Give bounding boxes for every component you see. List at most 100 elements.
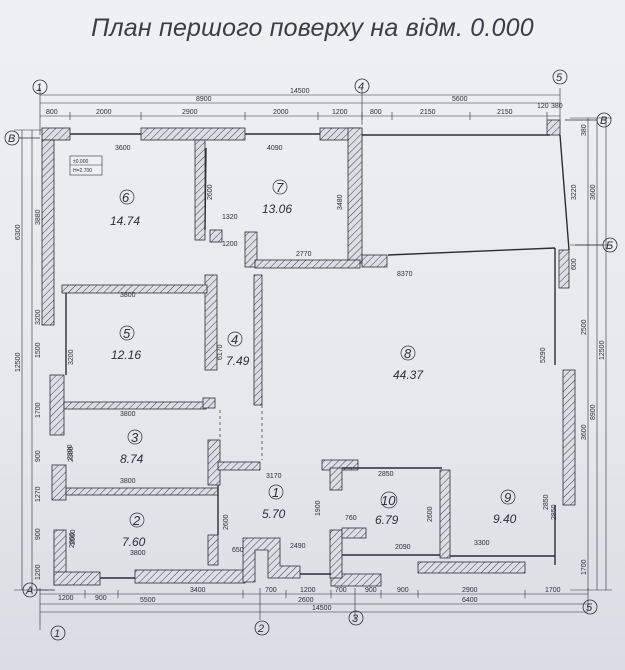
dashed-openings	[219, 405, 263, 460]
room-area: 12.16	[111, 348, 141, 362]
dim-left-row: 1700	[35, 402, 42, 418]
room-number: 1	[272, 485, 279, 500]
axis-v-left: В	[8, 133, 15, 145]
dim-bottom-6400: 6400	[462, 597, 478, 604]
room-area: 5.70	[262, 507, 286, 521]
level-elevation: ±0.000	[73, 159, 88, 165]
left-dimensions: 6300 12500 3880 3200 1500 1700 900 2300 …	[15, 209, 76, 580]
room-number: 2	[132, 513, 141, 528]
room-number: 4	[231, 332, 238, 347]
room-area: 8.74	[120, 452, 144, 466]
dim-right-row: 2500	[581, 319, 588, 335]
dim-inner: 2850	[378, 471, 394, 478]
dim-top-5600: 5600	[452, 96, 468, 103]
dim-left-row: 900	[35, 450, 42, 462]
dim-bottom-row: 1700	[545, 587, 561, 594]
bottom-dimensions: 1200 900 3400 700 1200 700 900 900 2900 …	[58, 587, 561, 612]
dim-inner: 2000	[70, 529, 77, 545]
dim-left-row: 1500	[35, 342, 42, 358]
dim-left-row: 2300	[67, 444, 74, 460]
dim-left-6300: 6300	[15, 224, 22, 240]
room-4: 4 7.49	[226, 331, 250, 368]
top-dimensions: 14500 8900 5600 800 2000 2900 2000 1200 …	[46, 88, 563, 116]
walls	[41, 119, 576, 587]
dim-top-row: 2900	[182, 109, 198, 116]
plan-title: План першого поверху на відм. 0.000	[91, 14, 534, 42]
dim-inner: 5290	[540, 347, 547, 363]
dim-bottom-2600: 2600	[298, 597, 314, 604]
room-area: 14.74	[110, 214, 140, 228]
room-area: 44.37	[393, 368, 424, 382]
room-area: 7.60	[122, 535, 146, 549]
dim-top-row: 2000	[96, 109, 112, 116]
dim-inner: 3200	[68, 349, 75, 365]
dim-bottom-row: 900	[397, 587, 409, 594]
dim-top-overall: 14500	[290, 88, 310, 95]
dim-left-row: 1270	[35, 486, 42, 502]
room-number: 3	[131, 430, 139, 445]
dim-left-row: 1200	[35, 564, 42, 580]
dim-right-3600: 3600	[590, 184, 597, 200]
dim-inner: 3800	[120, 411, 136, 418]
axis-labels: 1 4 5 1 2 3 5 В А В Б	[8, 72, 613, 640]
dim-inner: 3170	[266, 473, 282, 480]
dim-right-row: 3600	[581, 424, 588, 440]
room-area: 13.06	[262, 202, 292, 216]
dim-left-row: 3200	[35, 309, 42, 325]
dim-bottom-row: 3400	[190, 587, 206, 594]
axis-2-bottom: 2	[257, 623, 264, 635]
room-5: 5 12.16	[111, 325, 141, 362]
dim-top-row: 380	[551, 103, 563, 110]
dim-inner: 760	[345, 515, 357, 522]
room-number: 8	[404, 346, 412, 361]
axis-v-right: В	[600, 115, 607, 127]
thin-partitions	[65, 133, 570, 579]
dim-right-8900: 8900	[590, 404, 597, 420]
room-3: 3 8.74	[120, 429, 144, 466]
dim-bottom-5500: 5500	[140, 597, 156, 604]
room-area: 9.40	[493, 512, 517, 526]
room-10: 10 6.79	[375, 491, 399, 527]
level-mark: ±0.000 H=2.700	[69, 155, 103, 176]
dim-inner: 2850	[543, 494, 550, 510]
room-7: 7 13.06	[262, 179, 292, 216]
dim-left-row: 2000	[69, 532, 76, 548]
dim-inner: 2090	[395, 544, 411, 551]
dim-inner: 2300	[68, 446, 75, 462]
dim-inner: 650	[232, 547, 244, 554]
room-9: 9 9.40	[493, 489, 517, 526]
dim-inner: 6170	[217, 344, 224, 360]
axis-a-left: А	[25, 585, 33, 597]
dim-bottom-row: 700	[335, 587, 347, 594]
dim-right-row: 3220	[571, 184, 578, 200]
dim-left-overall: 12500	[15, 352, 22, 372]
axis-1-top: 1	[36, 82, 42, 94]
dimension-lines	[14, 88, 612, 630]
dim-inner: 2490	[290, 543, 306, 550]
room-number: 6	[122, 190, 130, 205]
dim-top-row: 800	[370, 109, 382, 116]
dim-inner: 2770	[296, 251, 312, 258]
dim-right-overall: 12500	[599, 340, 606, 360]
room-number: 7	[276, 180, 284, 195]
dim-inner: 3300	[474, 540, 490, 547]
room-labels: 6 14.74 7 13.06 5 12.16 4 7.49 8 44.37 3…	[110, 179, 517, 549]
axis-b-right: Б	[606, 240, 613, 252]
dim-inner: 3800	[120, 292, 136, 299]
dim-inner: 1900	[315, 500, 322, 516]
dim-inner: 4090	[267, 145, 283, 152]
dim-inner: 3800	[120, 478, 136, 485]
axis-5-bottom: 5	[586, 602, 593, 614]
dim-bottom-row: 700	[265, 587, 277, 594]
dim-top-8900: 8900	[196, 96, 212, 103]
interior-dimensions: 3600 4090 2600 3480 1320 1200 2770 8370 …	[68, 145, 550, 557]
room-number: 5	[123, 326, 131, 341]
dim-inner: 1320	[222, 214, 238, 221]
axis-markers	[4, 69, 618, 641]
dim-bottom-row: 900	[95, 595, 107, 602]
dim-top-row: 2150	[497, 109, 513, 116]
room-1: 1 5.70	[262, 484, 286, 521]
axis-5-top: 5	[556, 72, 563, 84]
